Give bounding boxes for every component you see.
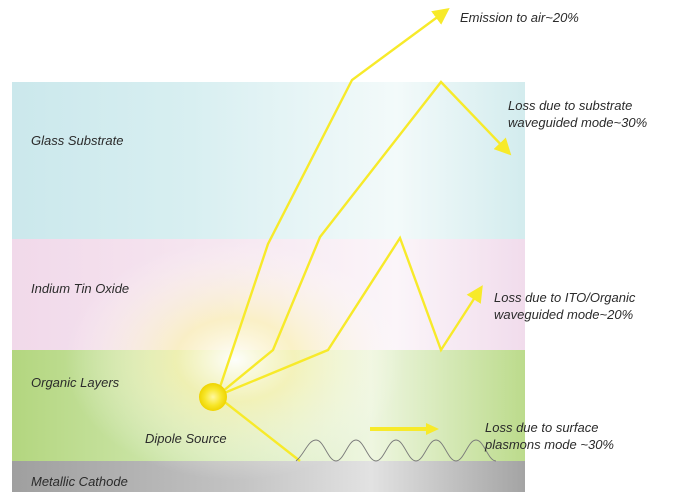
label-indium-tin-oxide: Indium Tin Oxide xyxy=(31,281,129,296)
ray-surface-plasmon xyxy=(216,395,301,462)
label-dipole-source: Dipole Source xyxy=(145,431,227,446)
annotation-ito-line1: Loss due to ITO/Organic xyxy=(494,290,636,305)
emission-glow xyxy=(65,240,405,480)
annotation-substrate-line1: Loss due to substrate xyxy=(508,98,632,113)
annotation-emission-air: Emission to air~20% xyxy=(460,10,579,25)
annotation-plasmon-line1: Loss due to surface xyxy=(485,420,598,435)
label-metallic-cathode: Metallic Cathode xyxy=(31,474,128,489)
plasmon-arrow-head xyxy=(426,423,439,435)
surface-plasmon-wave xyxy=(295,439,497,462)
ray-ito-organic-waveguided xyxy=(216,235,483,398)
dipole-source-dot xyxy=(199,383,227,411)
glass-substrate-layer xyxy=(12,82,525,239)
annotation-ito-line2: waveguided mode~20% xyxy=(494,307,633,322)
label-glass-substrate: Glass Substrate xyxy=(31,133,124,148)
annotation-substrate-line2: waveguided mode~30% xyxy=(508,115,647,130)
label-organic-layers: Organic Layers xyxy=(31,375,120,390)
annotation-plasmon-line2: plasmons mode ~30% xyxy=(484,437,614,452)
ray-emission-to-air xyxy=(215,8,450,397)
ray-substrate-waveguided xyxy=(216,80,512,397)
